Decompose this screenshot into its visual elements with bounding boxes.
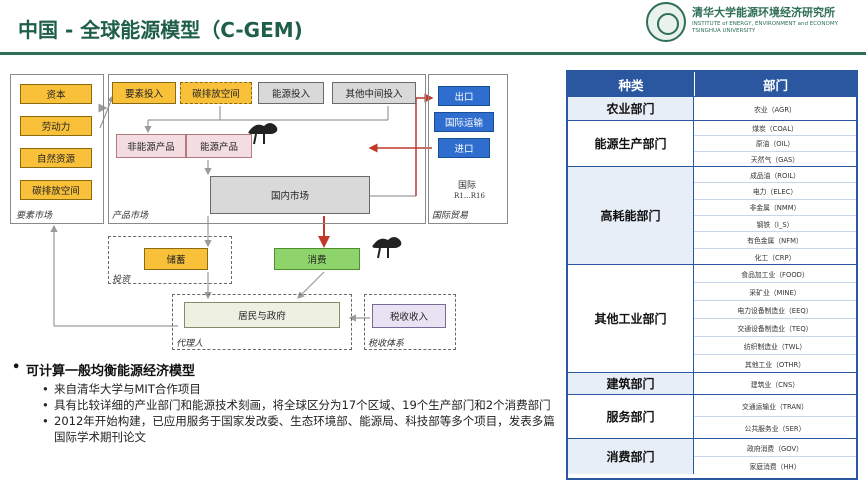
investment-panel [108,236,232,284]
tax-panel-label: 税收体系 [368,339,405,349]
sector-group-items: 煤炭（COAL）原油（OIL） 天然气（GAS） [694,121,856,166]
factor-capital: 资本 [20,84,92,104]
factor-natural-resources: 自然资源 [20,148,92,168]
sector-group-items: 农业（AGR） [694,97,856,120]
sector-item: 交通运输业（TRAN） [694,395,856,417]
sector-item: 有色金属（NFM） [694,232,856,249]
sector-item: 非金属（NMM） [694,200,856,216]
investment-label: 投资 [112,275,131,285]
sector-group: 能源生产部门煤炭（COAL）原油（OIL） 天然气（GAS） [568,120,856,166]
sector-item: 家庭消费（HH） [749,463,801,471]
trade-export: 出口 [438,86,490,106]
sector-item: 纺织制造业（TWL） [694,337,856,355]
sector-group: 消费部门政府消费（GOV） 家庭消费（HH） [568,438,856,474]
sector-item: 煤炭（COAL） [694,121,856,137]
sector-item: 成品油（ROIL） [694,167,856,184]
agent-panel [172,294,352,350]
savings-box: 储蓄 [144,248,208,270]
sector-item: 化工（CRP） [754,253,796,262]
sector-group-items: 建筑业（CNS） [694,373,856,394]
agent-panel-label: 代理人 [176,339,204,349]
flow-arrows [50,93,434,327]
sector-group-name: 服务部门 [568,395,694,438]
sector-item: 交通设备制造业（TEQ） [694,319,856,337]
tax-revenue: 税收收入 [372,304,446,328]
consumption-box: 消费 [274,248,360,270]
sector-group: 高耗能部门成品油（ROIL）电力（ELEC）非金属（NMM）钢铁（I_S）有色金… [568,166,856,264]
product-market-panel [108,74,426,224]
trade-intl-transport: 国际运输 [434,112,494,132]
logo-english-name: INSTITUTE of ENERGY, ENVIRONMENT and ECO… [692,21,838,34]
sector-group-name: 能源生产部门 [568,121,694,166]
factor-carbon-space: 碳排放空间 [20,180,92,200]
factor-market-panel [10,74,104,224]
sector-table: 种类 部门 农业部门 农业（AGR） 能源生产部门煤炭（COAL）原油（OIL） 天然… [566,70,858,480]
tsinghua-seal-icon [646,2,686,42]
institute-logo: 清华大学能源环境经济研究所 INSTITUTE of ENERGY, ENVIR… [646,2,858,44]
sector-group-items: 成品油（ROIL）电力（ELEC）非金属（NMM）钢铁（I_S）有色金属（NFM… [694,167,856,264]
sector-group: 其他工业部门食品加工业（FOOD）采矿业（MINE）电力设备制造业（EEQ）交通… [568,264,856,372]
input-energy: 能源投入 [258,82,324,104]
sector-group: 服务部门交通运输业（TRAN） 公共服务业（SER） [568,394,856,438]
sector-item: 其他工业（OTHR） [744,361,806,369]
sector-group-name: 高耗能部门 [568,167,694,264]
sector-item: 钢铁（I_S） [694,216,856,233]
sector-item: 天然气（GAS） [750,156,800,165]
sector-item: 电力设备制造业（EEQ） [694,301,856,319]
sector-group-name: 农业部门 [568,97,694,120]
sector-item: 政府消费（GOV） [694,439,856,457]
input-other-intermediate: 其他中间投入 [332,82,416,104]
trade-panel-label: 国际贸易 [432,211,469,221]
sector-group-items: 食品加工业（FOOD）采矿业（MINE）电力设备制造业（EEQ）交通设备制造业（… [694,265,856,372]
product-non-energy: 非能源产品 [116,134,186,158]
page-title: 中国 - 全球能源模型（C-GEM) [18,18,303,42]
sector-item: 食品加工业（FOOD） [694,265,856,283]
product-market-label: 产品市场 [112,211,149,221]
sector-group-name: 其他工业部门 [568,265,694,372]
factor-labor: 劳动力 [20,116,92,136]
cge-structure-diagram: 资本 劳动力 自然资源 碳排放空间 要素市场 要素投入 碳排放空间 能源投入 其… [8,68,560,358]
factor-market-label: 要素市场 [16,211,53,221]
domestic-market: 国内市场 [210,176,370,214]
bullet-sub-2: 具有比较详细的产业部门和能源技术刻画，将全球区分为17个区域、19个生产部门和2… [10,397,555,413]
bullet-main: 可计算一般均衡能源经济模型 [10,360,555,379]
sector-group-items: 交通运输业（TRAN） 公共服务业（SER） [694,395,856,438]
sector-item: 建筑业（CNS） [750,381,800,389]
sector-group: 建筑部门 建筑业（CNS） [568,372,856,394]
trade-panel [428,74,508,224]
input-carbon-space: 碳排放空间 [180,82,252,104]
bullet-sub-1: 来自清华大学与MIT合作项目 [10,381,555,397]
product-energy: 能源产品 [186,134,252,158]
households-government: 居民与政府 [184,302,340,328]
sector-item: 公共服务业（SER） [744,425,806,433]
regions-label: R1…R16 [454,192,485,200]
sector-group-name: 消费部门 [568,439,694,474]
title-divider [0,52,866,55]
sector-group-name: 建筑部门 [568,373,694,394]
column-header-kind: 种类 [568,72,694,96]
logo-chinese-name: 清华大学能源环境经济研究所 [692,6,835,19]
sector-group: 农业部门 农业（AGR） [568,96,856,120]
sector-item: 农业（AGR） [754,106,796,114]
sector-item: 电力（ELEC） [694,183,856,200]
sector-item: 采矿业（MINE） [694,283,856,301]
international-label: 国际 [458,181,477,191]
sector-item: 原油（OIL） [694,136,856,152]
bullet-sub-3: 2012年开始构建，已应用服务于国家发改委、生态环境部、能源局、科技部等多个项目… [10,413,555,445]
model-description: 可计算一般均衡能源经济模型 来自清华大学与MIT合作项目 具有比较详细的产业部门… [10,360,555,445]
input-factors: 要素投入 [112,82,176,104]
tax-panel [364,294,456,350]
trade-import: 进口 [438,138,490,158]
column-header-dept: 部门 [694,72,856,96]
sector-group-items: 政府消费（GOV） 家庭消费（HH） [694,439,856,474]
